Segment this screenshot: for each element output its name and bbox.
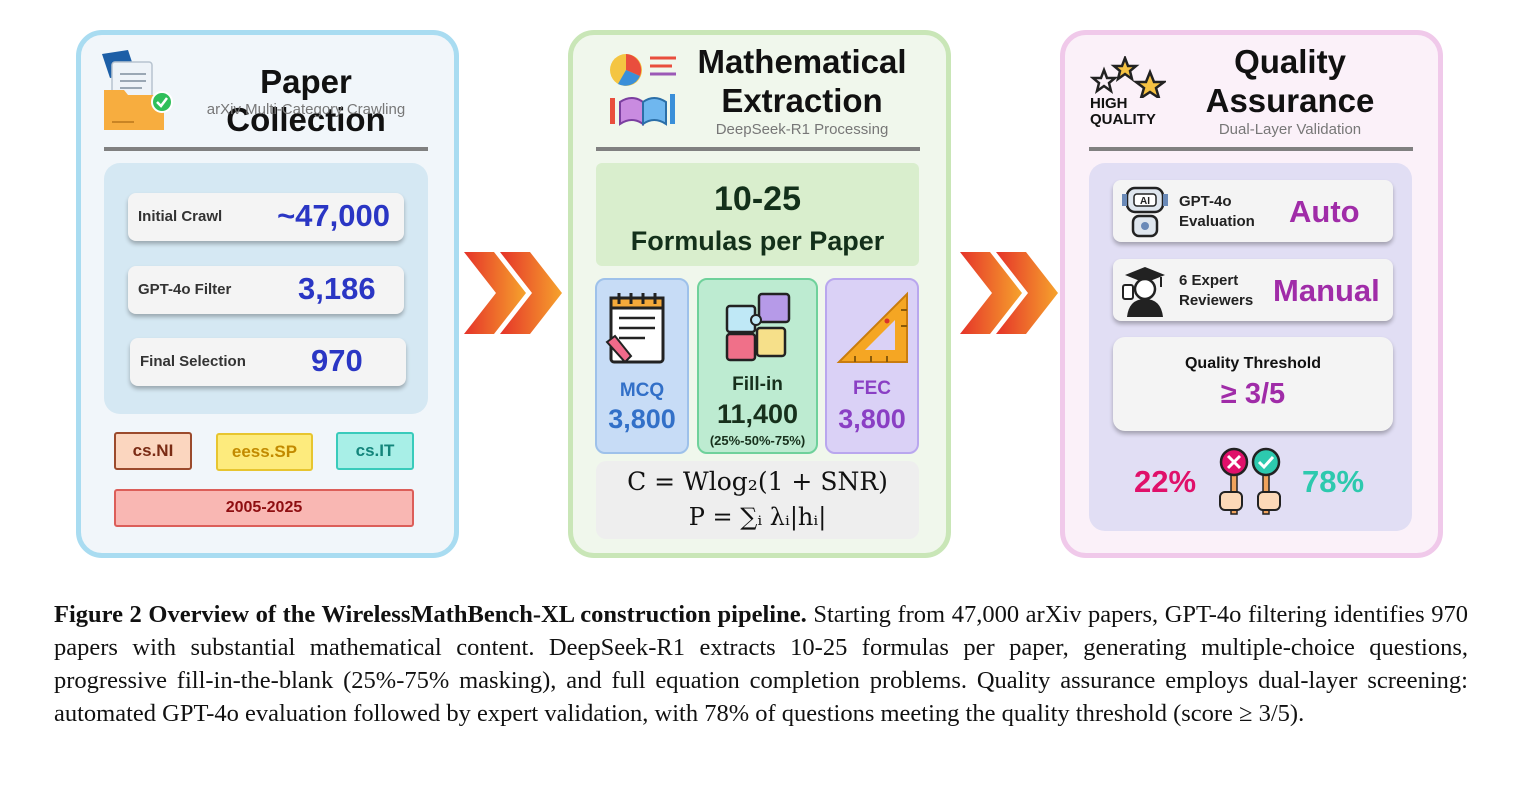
category-value: 3,800 (838, 404, 906, 434)
quality-divider (1089, 147, 1413, 151)
tag-cs-ni: cs.NI (114, 432, 192, 470)
collection-divider (104, 147, 428, 151)
reject-accept-signs-icon (1219, 447, 1281, 515)
extraction-title-line1: Mathematical (697, 43, 907, 80)
stars-icon (1090, 56, 1166, 98)
analytics-book-icon (610, 54, 676, 126)
category-mcq: MCQ 3,800 (595, 278, 689, 454)
threshold-value: ≥ 3/5 (1220, 378, 1286, 410)
pipeline-arrow-icon (464, 252, 562, 334)
category-label: Fill-in (732, 374, 783, 395)
puzzle-icon (725, 292, 791, 362)
category-fec: FEC 3,800 (825, 278, 919, 454)
quality-subtitle: Dual-Layer Validation (1218, 121, 1362, 138)
caption-lead: Figure 2 Overview of the WirelessMathBen… (54, 601, 807, 628)
stat-label: GPT-4o Filter (138, 281, 232, 298)
set-square-icon (836, 291, 908, 363)
auto-label-line2: Evaluation (1179, 213, 1255, 230)
auto-label-line1: GPT-4o (1179, 193, 1232, 210)
robot-icon: AI (1122, 186, 1168, 238)
formula-capacity: C = Wlog₂(1 + SNR) (627, 467, 888, 496)
caption-body: Starting from 47,000 arXiv papers, GPT-4… (54, 601, 1468, 727)
notepad-pencil-icon (605, 293, 665, 364)
quality-title-line2: Assurance (1205, 82, 1375, 119)
manual-review-card: 6 Expert Reviewers Manual (1113, 259, 1393, 321)
formula-box: C = Wlog₂(1 + SNR) P = ∑ᵢ λᵢ|hᵢ| (596, 461, 919, 539)
category-value: 11,400 (716, 399, 799, 429)
high-quality-badge: HIGH QUALITY (1090, 96, 1160, 128)
manual-label: 6 Expert Reviewers (1179, 271, 1253, 311)
quality-title-line1: Quality (1234, 43, 1346, 80)
pipeline-arrow-icon (960, 252, 1058, 334)
category-fill-in: Fill-in 11,400 (25%-50%-75%) (697, 278, 818, 454)
collection-subtitle: arXiv Multi-Category Crawling (206, 101, 406, 118)
quality-threshold-card: Quality Threshold ≥ 3/5 (1113, 337, 1393, 431)
reject-percentage: 22% (1134, 464, 1197, 499)
extraction-divider (596, 147, 920, 151)
stat-label: Final Selection (140, 353, 246, 370)
manual-label-line2: Reviewers (1179, 292, 1254, 309)
graduate-reviewer-icon (1122, 267, 1165, 317)
tag-eess-sp: eess.SP (216, 433, 313, 471)
badge-line1: HIGH (1090, 95, 1128, 112)
robot-label: AI (1140, 196, 1150, 207)
auto-value: Auto (1289, 194, 1360, 229)
stat-value: 970 (311, 343, 363, 378)
formula-power: P = ∑ᵢ λᵢ|hᵢ| (688, 503, 827, 531)
formula-count-label: Formulas per Paper (630, 226, 885, 256)
folder-document-icon (102, 50, 173, 130)
stat-value: ~47,000 (277, 198, 390, 233)
manual-value: Manual (1273, 273, 1380, 308)
manual-label-line1: 6 Expert (1179, 272, 1239, 289)
extraction-title-line2: Extraction (721, 82, 883, 119)
formula-count: 10-25 (714, 180, 801, 218)
tag-cs-it: cs.IT (336, 432, 414, 470)
stat-gpt4o-filter: GPT-4o Filter 3,186 (128, 266, 404, 314)
figure-caption: Figure 2 Overview of the WirelessMathBen… (54, 598, 1468, 730)
collection-title: Paper Collection (226, 63, 386, 138)
extraction-subtitle: DeepSeek-R1 Processing (715, 121, 889, 138)
formula-count-box: 10-25 Formulas per Paper (596, 163, 919, 266)
category-label: FEC (853, 378, 891, 399)
stat-value: 3,186 (298, 271, 376, 306)
threshold-label: Quality Threshold (1184, 355, 1321, 372)
auto-label: GPT-4o Evaluation (1179, 192, 1255, 232)
category-value: 3,800 (608, 404, 676, 434)
category-label: MCQ (619, 380, 665, 401)
stat-final-selection: Final Selection 970 (130, 338, 406, 386)
auto-evaluation-card: AI GPT-4o Evaluation Auto (1113, 180, 1393, 242)
stat-label: Initial Crawl (138, 208, 223, 225)
year-range-tag: 2005-2025 (114, 489, 414, 527)
stat-initial-crawl: Initial Crawl ~47,000 (128, 193, 404, 241)
accept-percentage: 78% (1302, 464, 1365, 499)
badge-line2: QUALITY (1090, 111, 1156, 128)
category-note: (25%-50%-75%) (709, 433, 806, 448)
